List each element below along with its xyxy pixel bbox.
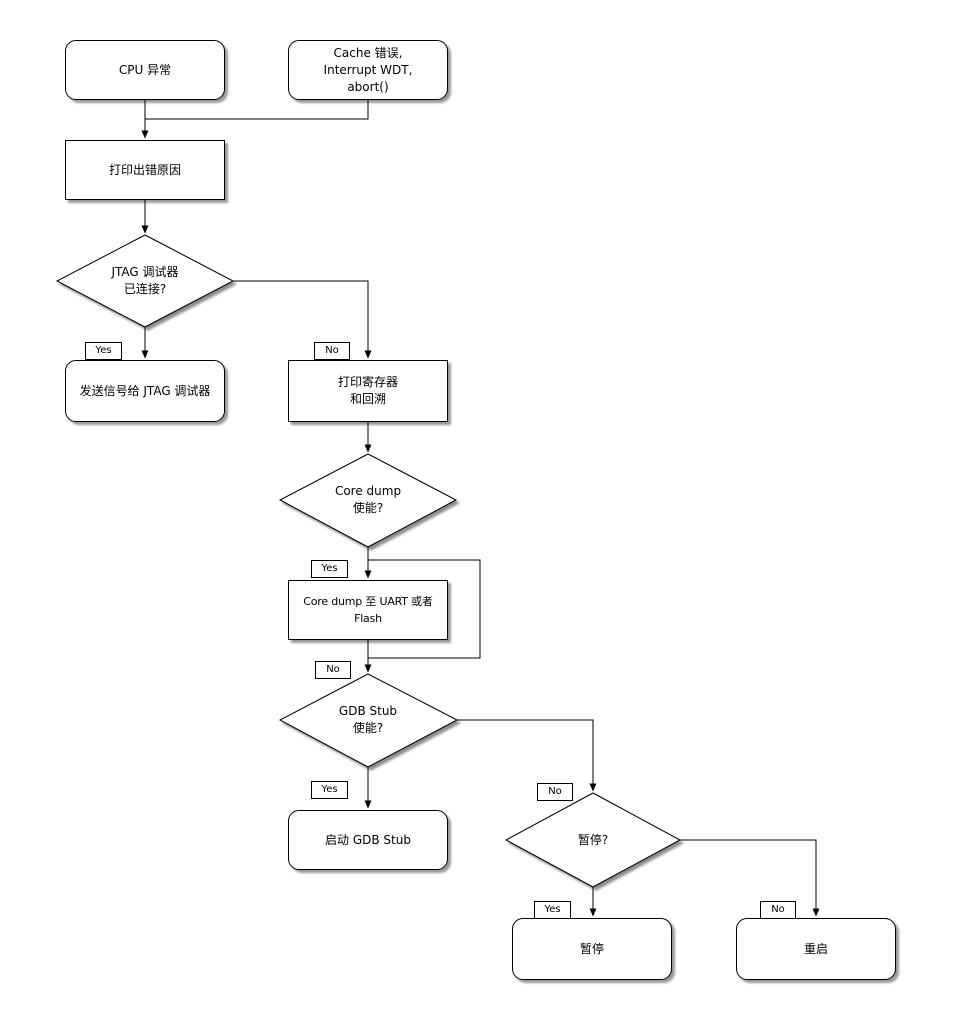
decision-jtag-connected — [55, 234, 235, 328]
decision-gdb-stub-enabled — [278, 673, 459, 768]
decision-core-dump-enabled — [278, 453, 458, 548]
node-send-signal-jtag: 发送信号给 JTAG 调试器 — [65, 360, 225, 422]
edge-label-coredump-no: No — [315, 661, 351, 679]
node-print-registers-backtrace: 打印寄存器 和回溯 — [288, 360, 448, 422]
edge-label-reboot-no: No — [760, 901, 796, 919]
edge-label-halt-no: No — [537, 783, 573, 801]
edge-jtag-no — [233, 280, 372, 359]
edge-halt-no — [680, 839, 820, 917]
node-print-error-cause: 打印出错原因 — [65, 140, 225, 200]
edge-coredump-no-bypass — [368, 559, 481, 659]
edge-cache-to-junction — [145, 100, 369, 120]
node-reboot: 重启 — [736, 918, 896, 980]
edge-label-jtag-yes: Yes — [85, 342, 122, 360]
edge-label-halt-yes: Yes — [534, 901, 571, 919]
edge-label-gdb-yes: Yes — [311, 781, 348, 799]
decision-halt-question — [504, 792, 682, 888]
node-core-dump-uart-flash: Core dump 至 UART 或者 Flash — [288, 580, 448, 640]
edge-label-jtag-no: No — [314, 342, 350, 360]
edge-gdb-no — [457, 719, 597, 792]
node-cache-error: Cache 错误, Interrupt WDT, abort() — [288, 40, 448, 100]
node-start-gdb-stub: 启动 GDB Stub — [288, 810, 448, 870]
edge-label-coredump-yes: Yes — [311, 560, 348, 578]
node-halt: 暂停 — [512, 918, 672, 980]
node-cpu-exception: CPU 异常 — [65, 40, 225, 100]
